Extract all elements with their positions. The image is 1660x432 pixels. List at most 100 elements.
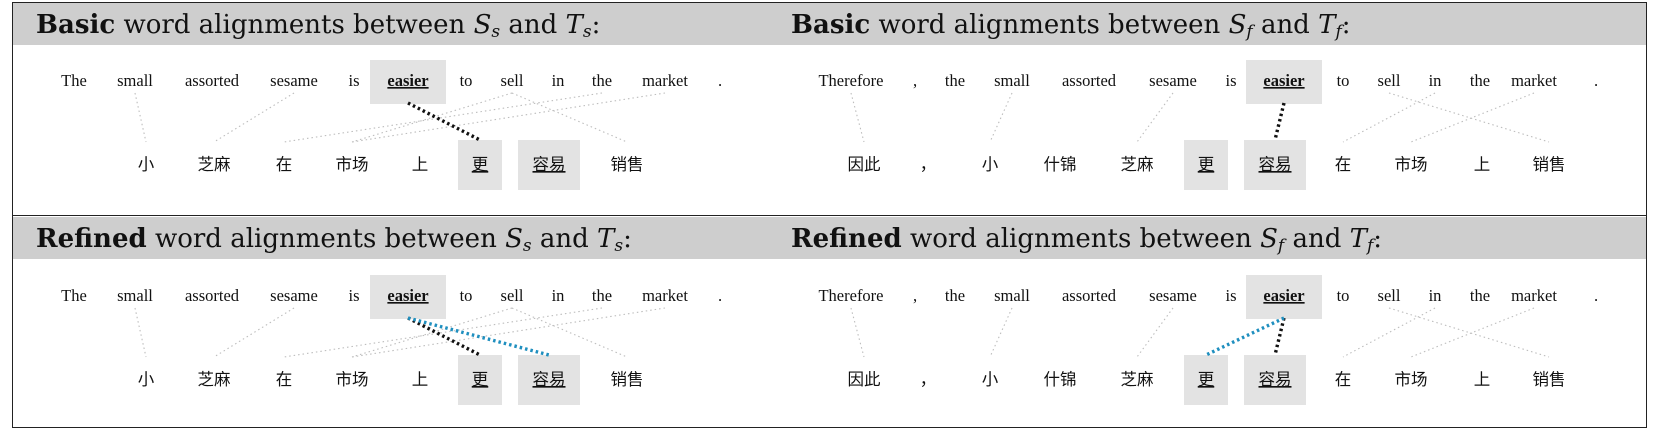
- source-token: Therefore: [818, 71, 883, 90]
- source-token: sell: [501, 286, 524, 305]
- basic-alignment-link: [1273, 102, 1286, 141]
- source-token: easier: [387, 71, 428, 90]
- target-token: 容易: [1259, 370, 1292, 389]
- faint-alignment-link: [511, 92, 628, 143]
- target-token: 小: [982, 155, 999, 174]
- faint-alignment-link: [1388, 307, 1550, 358]
- target-token: 在: [276, 370, 293, 389]
- target-token: ，: [920, 155, 937, 174]
- basic-alignment-link: [407, 101, 481, 142]
- target-token: 芝麻: [198, 370, 232, 389]
- refined-alignment-link: [407, 316, 550, 357]
- source-token: sesame: [270, 286, 318, 305]
- faint-alignment-link: [1388, 92, 1550, 143]
- target-highlight-box: [1184, 140, 1228, 190]
- target-token: 什锦: [1044, 155, 1077, 174]
- source-token: .: [718, 71, 722, 90]
- source-token: to: [1337, 286, 1350, 305]
- source-token: sell: [1378, 286, 1401, 305]
- target-token: 上: [412, 370, 429, 389]
- source-token: The: [61, 286, 87, 305]
- faint-alignment-link: [1410, 92, 1535, 143]
- faint-alignment-link: [213, 307, 295, 358]
- refined-alignment-link: [1205, 316, 1285, 357]
- source-token: assorted: [185, 71, 240, 90]
- source-token: small: [994, 286, 1030, 305]
- faint-alignment-link: [351, 307, 513, 358]
- source-token: the: [1470, 286, 1490, 305]
- target-token: 更: [472, 370, 489, 389]
- panel-title-refined-s: Refined word alignments between Ss and T…: [36, 224, 632, 256]
- source-token: is: [348, 71, 359, 90]
- faint-alignment-link: [511, 307, 628, 358]
- source-token: assorted: [1062, 71, 1117, 90]
- target-token: 上: [1474, 370, 1491, 389]
- source-token: market: [1511, 286, 1557, 305]
- source-token: small: [117, 286, 153, 305]
- faint-alignment-link: [134, 307, 147, 358]
- target-token: 容易: [533, 370, 566, 389]
- panel-title-basic-f: Basic word alignments between Sf and Tf:: [791, 10, 1351, 42]
- source-token: to: [460, 286, 473, 305]
- faint-alignment-link: [989, 307, 1013, 358]
- source-token: in: [1429, 71, 1442, 90]
- target-token: ，: [920, 370, 937, 389]
- source-token: is: [1225, 286, 1236, 305]
- target-token: 上: [1474, 155, 1491, 174]
- source-token: market: [1511, 71, 1557, 90]
- target-highlight-box: [518, 140, 580, 190]
- target-token: 芝麻: [1121, 370, 1155, 389]
- source-token: assorted: [1062, 286, 1117, 305]
- faint-alignment-link: [850, 307, 865, 358]
- basic-alignment-link: [407, 316, 481, 357]
- source-token: sesame: [270, 71, 318, 90]
- faint-alignment-link: [134, 92, 147, 143]
- target-token: 更: [472, 155, 489, 174]
- target-token: 小: [138, 155, 155, 174]
- target-token: 更: [1198, 370, 1215, 389]
- target-token: 因此: [848, 155, 882, 174]
- target-token: 在: [1335, 155, 1352, 174]
- target-token: 在: [276, 155, 293, 174]
- source-token: the: [945, 71, 965, 90]
- source-token: Therefore: [818, 286, 883, 305]
- faint-alignment-link: [850, 92, 865, 143]
- target-token: 市场: [1395, 155, 1428, 174]
- source-token: in: [552, 71, 565, 90]
- target-token: 芝麻: [1121, 155, 1155, 174]
- faint-alignment-link: [351, 307, 666, 358]
- target-highlight-box: [458, 140, 502, 190]
- target-highlight-box: [1244, 355, 1306, 405]
- source-token: is: [1225, 71, 1236, 90]
- source-token: sesame: [1149, 71, 1197, 90]
- target-token: 销售: [611, 370, 644, 389]
- target-highlight-box: [1244, 140, 1306, 190]
- source-token: is: [348, 286, 359, 305]
- source-token: sell: [1378, 71, 1401, 90]
- faint-alignment-link: [1342, 92, 1436, 143]
- source-token: the: [945, 286, 965, 305]
- source-token: ,: [913, 286, 917, 305]
- panel-title-refined-f: Refined word alignments between Sf and T…: [791, 224, 1383, 256]
- panel-title-basic-s: Basic word alignments between Ss and Ts:: [36, 10, 601, 42]
- source-token: to: [1337, 71, 1350, 90]
- target-token: 市场: [336, 370, 369, 389]
- target-token: 什锦: [1044, 370, 1077, 389]
- source-token: in: [552, 286, 565, 305]
- source-highlight-box: [1246, 275, 1322, 319]
- faint-alignment-link: [1136, 92, 1174, 143]
- source-token: assorted: [185, 286, 240, 305]
- source-token: the: [592, 71, 612, 90]
- target-token: 容易: [1259, 155, 1292, 174]
- faint-alignment-link: [1342, 307, 1436, 358]
- faint-alignment-link: [351, 92, 513, 143]
- target-token: 小: [982, 370, 999, 389]
- source-token: easier: [387, 286, 428, 305]
- target-token: 市场: [1395, 370, 1428, 389]
- source-token: .: [718, 286, 722, 305]
- faint-alignment-link: [989, 92, 1013, 143]
- source-token: market: [642, 286, 688, 305]
- source-highlight-box: [1246, 60, 1322, 104]
